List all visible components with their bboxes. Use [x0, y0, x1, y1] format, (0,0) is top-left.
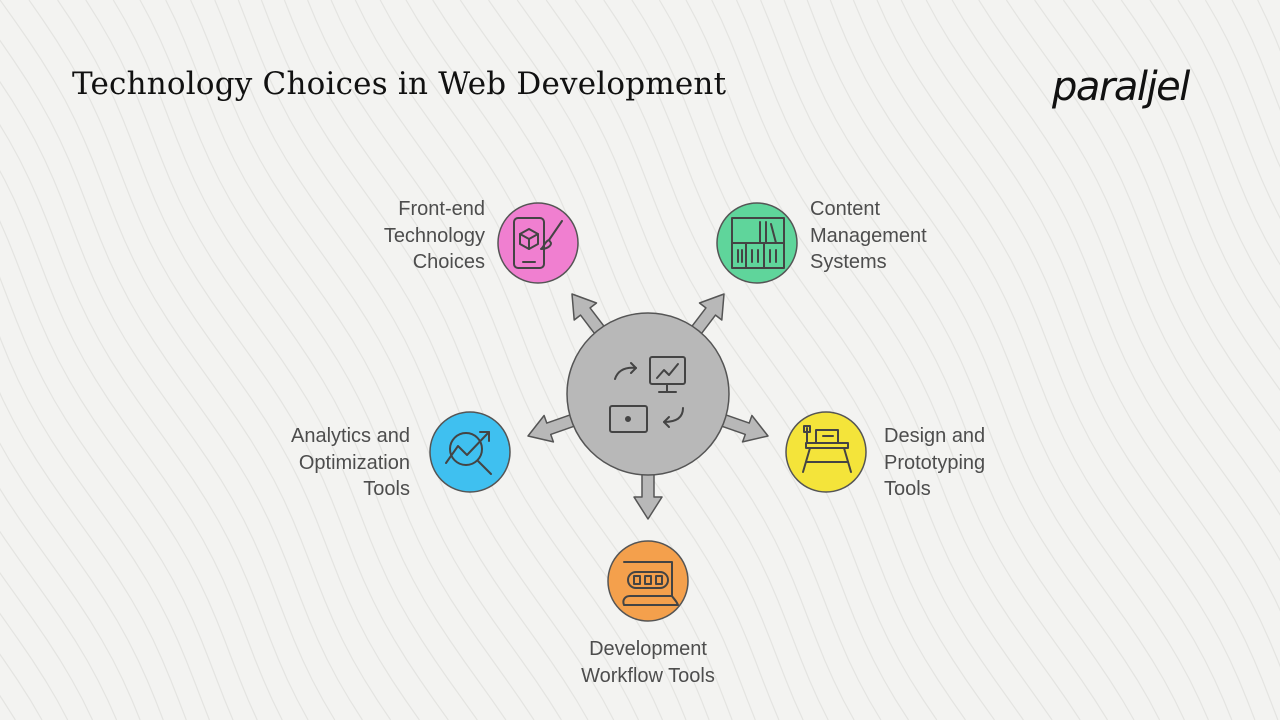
workflow-icon	[609, 356, 686, 433]
drafting-table-icon	[802, 425, 852, 473]
mobile-design-icon	[513, 217, 563, 269]
label-frontend: Front-end Technology Choices	[383, 198, 485, 273]
label-design: Design and Prototyping Tools	[884, 425, 986, 500]
conveyor-icon	[622, 561, 679, 606]
node-analytics	[429, 411, 511, 493]
chart-magnifier-icon	[445, 431, 492, 475]
hub-circle	[566, 312, 730, 476]
label-cms: Content Management Systems	[810, 198, 927, 273]
page-title: Technology Choices in Web Development	[72, 66, 727, 102]
node-design	[785, 411, 867, 493]
brand-logo: paraljel	[1052, 64, 1190, 110]
bookshelf-icon	[731, 217, 785, 269]
node-cms	[716, 202, 798, 284]
node-workflow	[607, 540, 689, 622]
node-frontend	[497, 202, 579, 284]
label-analytics: Analytics and Optimization Tools	[291, 425, 410, 500]
label-workflow: Development Workflow Tools	[581, 638, 715, 687]
